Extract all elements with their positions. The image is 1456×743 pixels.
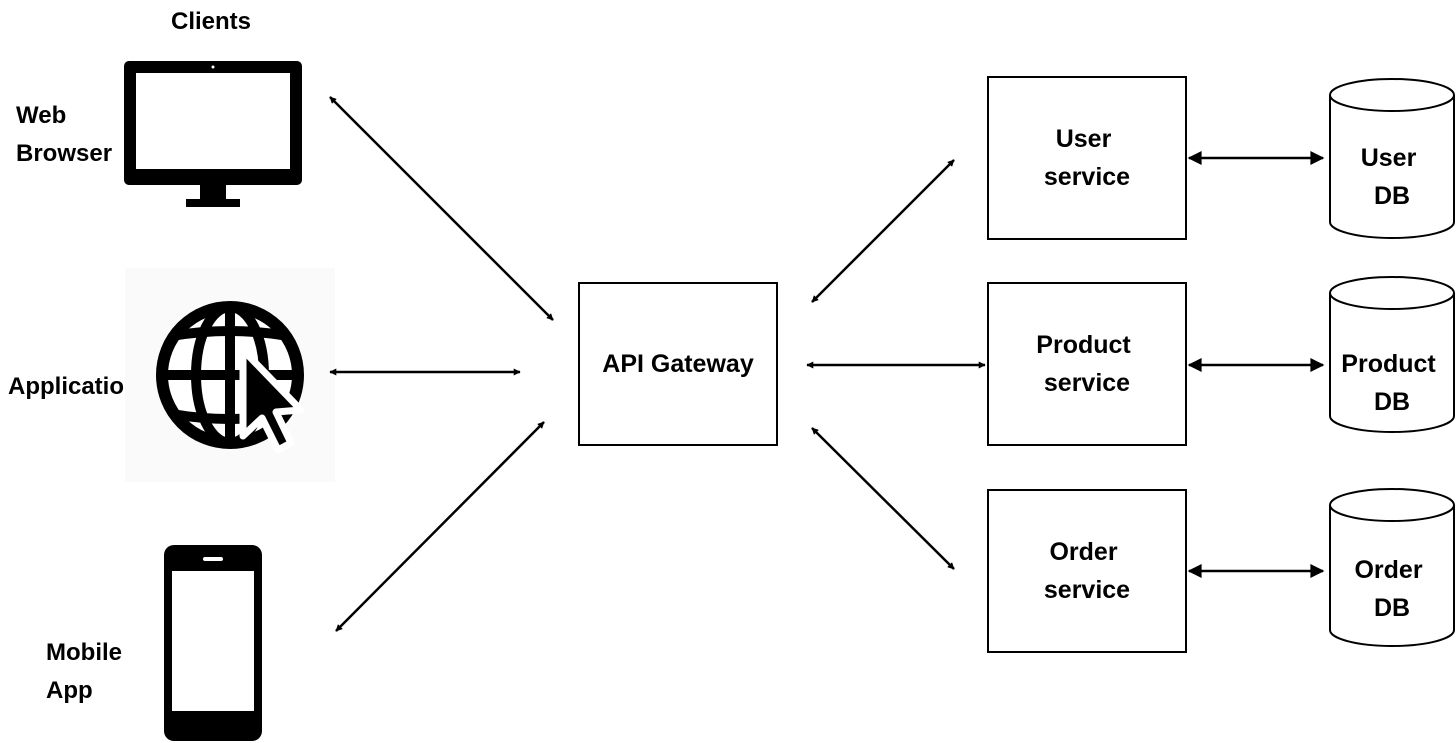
monitor-icon xyxy=(124,61,302,207)
arrow-gateway-order-service xyxy=(811,427,955,570)
product-db-label: Product DB xyxy=(1341,350,1442,416)
product-service-box xyxy=(987,282,1187,446)
globe-cursor-icon xyxy=(125,268,335,482)
user-db-label-line1: User xyxy=(1361,144,1417,172)
product-service-label-line1: Product xyxy=(1036,331,1131,359)
order-service-label: Order service xyxy=(1044,538,1130,604)
user-db-label-line2: DB xyxy=(1374,182,1410,210)
mobile-app-label-line2: App xyxy=(46,677,93,704)
web-browser-label-line1: Web xyxy=(16,102,66,129)
order-db-label: Order DB xyxy=(1354,556,1429,622)
clients-heading: Clients xyxy=(171,8,251,35)
user-service-box xyxy=(987,76,1187,240)
order-db-label-line1: Order xyxy=(1354,556,1422,584)
application-label: Application xyxy=(8,373,139,400)
order-service-label-line2: service xyxy=(1044,576,1130,604)
product-service-label: Product service xyxy=(1036,331,1137,397)
arrow-web-browser-gateway xyxy=(329,96,554,321)
product-db-cylinder-icon xyxy=(1329,276,1455,433)
user-service-label-line1: User xyxy=(1056,125,1112,153)
order-service-label-line1: Order xyxy=(1049,538,1117,566)
order-db-cylinder-icon xyxy=(1329,488,1455,647)
web-browser-label-line2: Browser xyxy=(16,140,112,167)
api-gateway-box xyxy=(578,282,778,446)
user-db-cylinder-icon xyxy=(1329,78,1455,239)
mobile-app-label-line1: Mobile xyxy=(46,639,122,666)
order-service-box xyxy=(987,489,1187,653)
user-service-label-line2: service xyxy=(1044,163,1130,191)
arrow-gateway-user-service xyxy=(811,159,955,303)
order-db-label-line2: DB xyxy=(1374,594,1410,622)
product-db-label-line1: Product xyxy=(1341,350,1436,378)
web-browser-label: Web Browser xyxy=(16,102,112,167)
user-db-label: User DB xyxy=(1361,144,1424,210)
product-db-label-line2: DB xyxy=(1374,388,1410,416)
mobile-app-label: Mobile App xyxy=(46,639,129,704)
product-service-label-line2: service xyxy=(1044,369,1130,397)
user-service-label: User service xyxy=(1044,125,1130,191)
arrow-mobile-app-gateway xyxy=(335,421,545,632)
api-gateway-label: API Gateway xyxy=(602,350,754,378)
smartphone-icon xyxy=(164,545,262,741)
